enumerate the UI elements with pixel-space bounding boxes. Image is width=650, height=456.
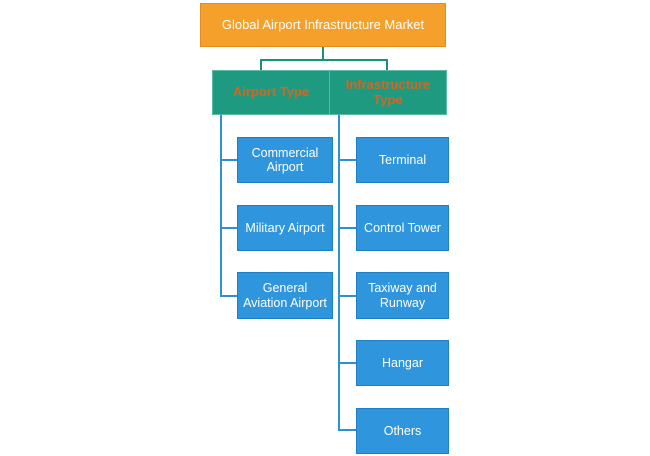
connector-terminal — [338, 159, 356, 161]
leaf-label: Terminal — [378, 152, 427, 167]
category-infrastructure-type: Infrastructure Type — [329, 70, 447, 115]
leaf-military-airport: Military Airport — [237, 205, 333, 251]
connector-root-down — [322, 47, 324, 60]
connector-others — [338, 429, 356, 431]
root-node: Global Airport Infrastructure Market — [200, 3, 446, 47]
leaf-label: Taxiway and Runway — [368, 281, 437, 310]
connector-infrastructure-type-spine — [338, 115, 340, 431]
category-infrastructure-type-label: Infrastructure Type — [345, 76, 431, 107]
root-node-label: Global Airport Infrastructure Market — [221, 16, 425, 32]
leaf-commercial-airport: Commercial Airport — [237, 137, 333, 183]
connector-airport-type-spine — [220, 115, 222, 297]
leaf-taxiway-and-runway: Taxiway and Runway — [356, 272, 449, 319]
leaf-hangar: Hangar — [356, 340, 449, 386]
leaf-label: Military Airport — [245, 220, 325, 235]
category-airport-type: Airport Type — [212, 70, 330, 115]
leaf-general-aviation-airport: General Aviation Airport — [237, 272, 333, 319]
connector-general-aviation-airport — [220, 295, 237, 297]
leaf-label: Commercial Airport — [251, 145, 319, 174]
leaf-label: Control Tower — [364, 220, 441, 235]
leaf-label: General Aviation Airport — [243, 281, 327, 310]
connector-root-horizontal — [260, 59, 388, 61]
connector-control-tower — [338, 227, 356, 229]
leaf-others: Others — [356, 408, 449, 454]
leaf-control-tower: Control Tower — [356, 205, 449, 251]
connector-hangar — [338, 362, 356, 364]
connector-military-airport — [220, 227, 237, 229]
leaf-terminal: Terminal — [356, 137, 449, 183]
connector-to-infrastructure-type — [386, 59, 388, 70]
connector-commercial-airport — [220, 159, 237, 161]
connector-taxiway-and-runway — [338, 295, 356, 297]
connector-to-airport-type — [260, 59, 262, 70]
category-airport-type-label: Airport Type — [232, 84, 310, 100]
leaf-label: Others — [383, 423, 422, 438]
leaf-label: Hangar — [382, 355, 423, 370]
